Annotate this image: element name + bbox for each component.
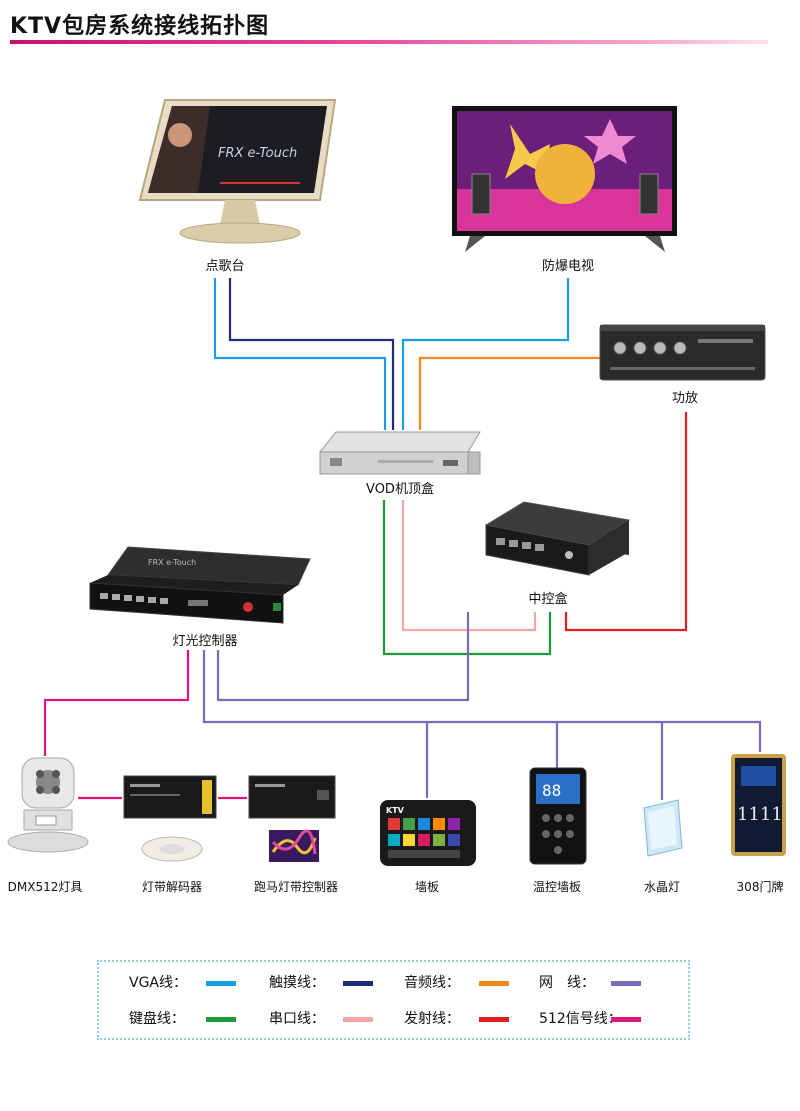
chase-controller-label: 跑马灯带控制器	[253, 880, 339, 894]
audio-wire-amp	[418, 356, 600, 430]
door-sign-device-icon: 1111	[731, 754, 786, 856]
strip-decoder-label: 灯带解码器	[141, 880, 203, 894]
touch-wire-touchscreen	[228, 278, 395, 430]
dmx-fixture-device-icon	[7, 757, 89, 853]
touchscreen-device-icon: FRX e-Touch	[138, 99, 337, 244]
thermostat-label: 温控墙板	[532, 880, 582, 894]
legend-swatch-keyboard	[206, 1017, 236, 1022]
title-underline	[10, 40, 768, 44]
dmx-fixture-label: DMX512灯具	[7, 880, 83, 894]
crystal-light-label: 水晶灯	[643, 880, 681, 894]
legend-label-dmx512: 512信号线：	[539, 1011, 622, 1027]
svg-text:1111: 1111	[737, 804, 783, 825]
legend-label-network: 网 线：	[539, 975, 595, 991]
vga-wire-touchscreen	[213, 278, 387, 430]
light-controller-label: 灯光控制器	[172, 634, 238, 649]
svg-text:FRX e-Touch: FRX e-Touch	[148, 558, 196, 567]
wall-panel-label: 墙板	[414, 880, 440, 894]
svg-text:88: 88	[542, 781, 561, 800]
legend: VGA线： 触摸线： 音频线： 网 线： 键盘线： 串口线： 发射线： 512信…	[97, 960, 690, 1040]
legend-swatch-audio	[479, 981, 509, 986]
chase-controller-device-icon	[248, 775, 336, 862]
tv-device-icon	[452, 106, 677, 252]
transmit-wire	[564, 412, 688, 632]
page-title: KTV包房系统接线拓扑图	[10, 14, 270, 39]
thermostat-device-icon: 88	[529, 767, 587, 865]
vod-box-device-icon	[318, 431, 481, 475]
central-box-label: 中控盒	[528, 592, 568, 607]
light-controller-device-icon: FRX e-Touch	[89, 546, 311, 624]
svg-text:FRX e-Touch: FRX e-Touch	[218, 146, 297, 161]
legend-label-audio: 音频线：	[404, 975, 460, 991]
legend-label-serial: 串口线：	[269, 1011, 325, 1027]
legend-swatch-touch	[343, 981, 373, 986]
door-sign-label: 308门牌	[736, 880, 784, 894]
dmx512-wire-fixture	[43, 650, 190, 756]
svg-text:KTV: KTV	[386, 806, 405, 815]
wall-panel-device-icon: KTV	[380, 800, 476, 866]
legend-swatch-serial	[343, 1017, 373, 1022]
legend-label-transmit: 发射线：	[404, 1011, 460, 1027]
legend-swatch-vga	[206, 981, 236, 986]
network-wire-central	[216, 612, 470, 702]
strip-decoder-device-icon	[123, 775, 217, 862]
crystal-light-device-icon	[643, 799, 683, 857]
vod-box-label: VOD机顶盒	[366, 482, 434, 497]
tv-label: 防爆电视	[541, 259, 595, 274]
legend-label-vga: VGA线：	[129, 975, 188, 991]
legend-swatch-transmit	[479, 1017, 509, 1022]
network-bus	[202, 650, 762, 752]
amplifier-label: 功放	[671, 391, 699, 406]
legend-label-keyboard: 键盘线：	[129, 1011, 185, 1027]
amplifier-device-icon	[599, 324, 766, 381]
touchscreen-label: 点歌台	[205, 259, 245, 274]
legend-swatch-dmx512	[611, 1017, 641, 1022]
central-box-device-icon	[484, 501, 631, 576]
legend-label-touch: 触摸线：	[269, 975, 325, 991]
vga-wire-tv	[401, 278, 570, 430]
legend-swatch-network	[611, 981, 641, 986]
